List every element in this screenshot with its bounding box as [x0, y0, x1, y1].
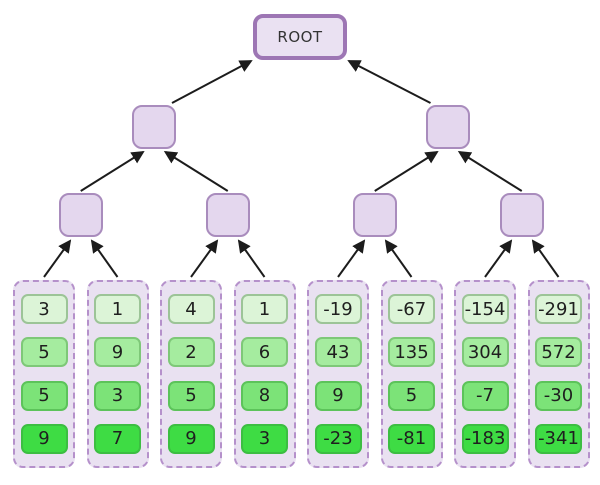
cell-value: -30 — [535, 380, 582, 411]
root-node: ROOT — [253, 14, 347, 60]
cell-value: 6 — [241, 337, 288, 368]
leaf-column-1: 3 5 5 9 — [13, 280, 75, 468]
leaf-column-6: -67 135 5 -81 — [380, 280, 443, 468]
cell-value: -154 — [461, 294, 509, 324]
leaf-column-5: -19 43 9 -23 — [307, 280, 369, 468]
leaf-column-3: 4 2 5 9 — [160, 280, 222, 468]
cell-value: -7 — [461, 380, 509, 411]
root-label: ROOT — [277, 28, 323, 46]
cell-value: -183 — [461, 423, 509, 454]
cell-value: 2 — [167, 337, 215, 368]
cell-value: 5 — [167, 380, 215, 411]
internal-node-l3-4 — [500, 193, 544, 237]
cell-value: 3 — [94, 380, 141, 411]
internal-node-l2-1 — [132, 105, 176, 149]
edge-col3-l3-2 — [190, 239, 219, 278]
internal-node-l2-2 — [426, 105, 470, 149]
edge-col5-l3-3 — [337, 239, 366, 278]
edge-col6-l3-3 — [384, 239, 413, 278]
edge-l2right-root — [347, 60, 431, 104]
cell-value: 135 — [388, 337, 435, 368]
cell-value: -19 — [314, 294, 362, 324]
edge-col7-l3-4 — [484, 239, 513, 278]
edge-l3-3-l2right — [374, 150, 439, 192]
edge-col2-l3-1 — [90, 239, 119, 278]
cell-value: -81 — [388, 423, 435, 454]
cell-value: 5 — [20, 380, 68, 411]
edge-l3-4-l2right — [457, 150, 523, 192]
cell-value: 8 — [241, 380, 288, 411]
edge-l3-2-l2left — [163, 150, 229, 192]
cell-value: 43 — [314, 337, 362, 368]
cell-value: 9 — [167, 423, 215, 454]
cell-value: 1 — [241, 294, 288, 324]
cell-value: -67 — [388, 294, 435, 324]
leaf-column-4: 1 6 8 3 — [233, 280, 296, 468]
cell-value: -23 — [314, 423, 362, 454]
cell-value: 7 — [94, 423, 141, 454]
cell-value: -341 — [535, 423, 582, 454]
leaf-column-7: -154 304 -7 -183 — [454, 280, 516, 468]
cell-value: 9 — [94, 337, 141, 368]
cell-value: 9 — [314, 380, 362, 411]
cell-value: 3 — [241, 423, 288, 454]
internal-node-l3-2 — [206, 193, 250, 237]
leaf-column-8: -291 572 -30 -341 — [527, 280, 590, 468]
edge-col4-l3-2 — [237, 239, 266, 278]
leaf-column-2: 1 9 3 7 — [86, 280, 149, 468]
edge-col1-l3-1 — [43, 239, 72, 278]
edge-col8-l3-4 — [531, 239, 560, 278]
cell-value: -291 — [535, 294, 582, 324]
cell-value: 5 — [20, 337, 68, 368]
internal-node-l3-3 — [353, 193, 397, 237]
cell-value: 9 — [20, 423, 68, 454]
cell-value: 572 — [535, 337, 582, 368]
edge-l3-1-l2left — [80, 150, 145, 192]
internal-node-l3-1 — [59, 193, 103, 237]
cell-value: 304 — [461, 337, 509, 368]
cell-value: 3 — [20, 294, 68, 324]
cell-value: 4 — [167, 294, 215, 324]
cell-value: 1 — [94, 294, 141, 324]
edge-l2left-root — [171, 60, 253, 104]
cell-value: 5 — [388, 380, 435, 411]
